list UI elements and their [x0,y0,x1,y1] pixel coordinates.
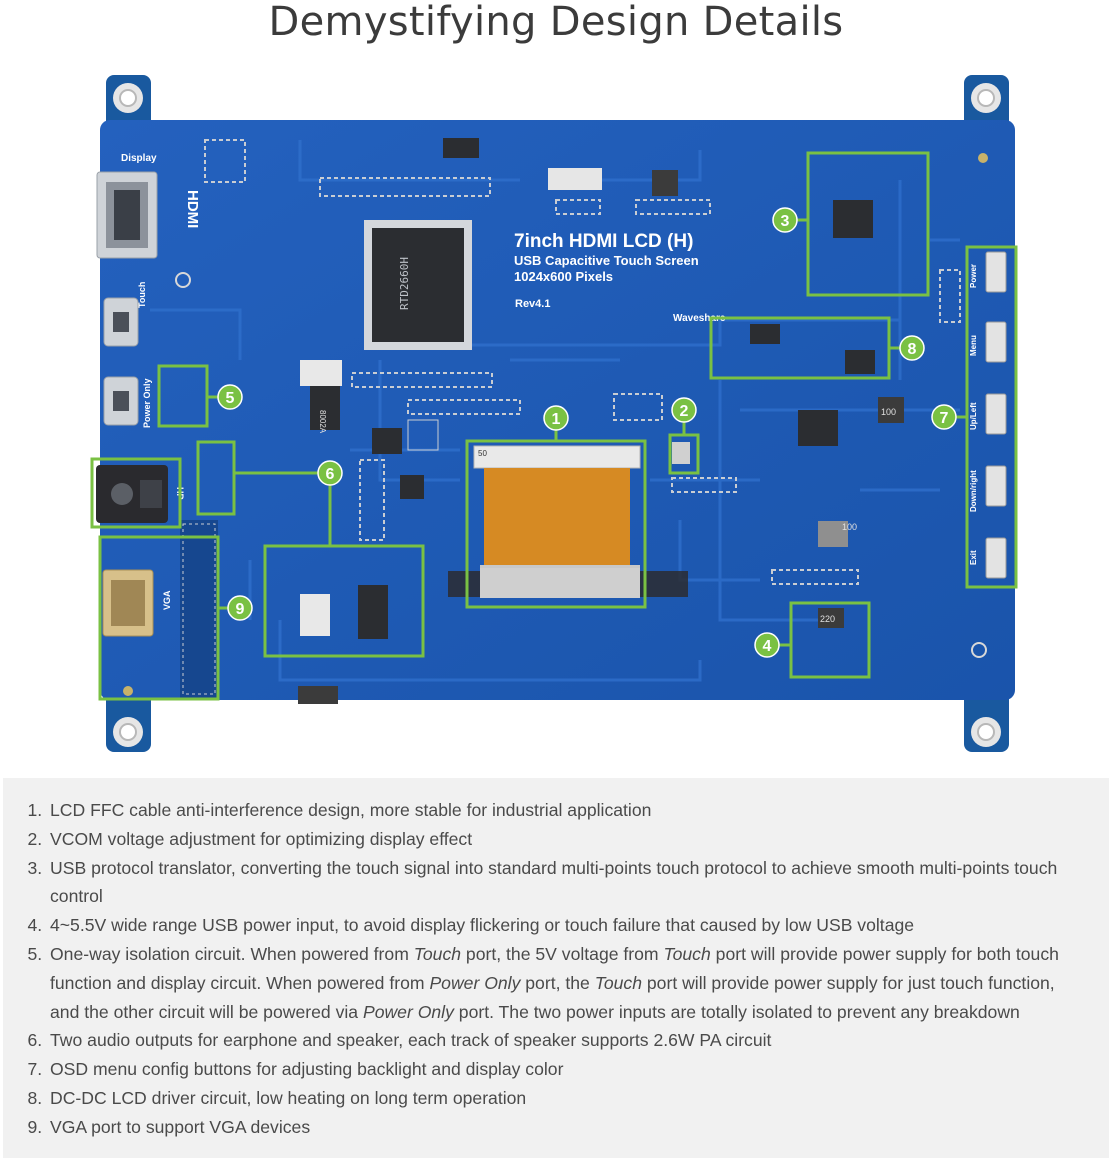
feature-list: LCD FFC cable anti-interference design, … [3,778,1109,1142]
display-label: Display [121,153,157,164]
inductor-3-label: 220 [820,614,835,624]
feature-text: port, the 5V voltage from [461,943,664,964]
feature-item: OSD menu config buttons for adjusting ba… [47,1055,1109,1084]
feature-text: port, the [520,972,595,993]
callout-badge-8: 8 [899,335,925,361]
callout-leaders [207,218,967,647]
audio-jack [96,465,168,523]
vga-pin-header [180,520,218,698]
ffc-connector: 50 [448,445,688,598]
touch-usb-port [103,297,139,347]
feature-port-name: Touch [413,943,462,964]
osd-upleft-label: Up/Left [969,402,978,430]
mounting-holes [113,83,1001,747]
hdmi-port [96,171,158,259]
feature-port-name: Touch [594,972,642,993]
brand-label: Waveshare [673,313,726,324]
feature-legend: LCD FFC cable anti-interference design, … [3,778,1109,1158]
osd-downright-label: Down/right [969,470,978,512]
feature-text: port will provide power supply for both … [50,943,1059,993]
feature-text: 4~5.5V wide range USB power input, to av… [50,915,915,936]
callout-badge-5: 5 [217,384,243,410]
vga-label: VGA [162,590,172,610]
touch-label: Touch [137,282,147,308]
feature-port-name: Touch [663,943,711,964]
feature-text: USB protocol translator, converting the … [50,857,1058,907]
osd-exit-label: Exit [969,550,978,565]
ic-label: 8002A [318,410,327,434]
feature-item: One-way isolation circuit. When powered … [47,940,1109,1026]
pcb-board-illustration: Display HDMI Touch Power Only HP VGA RTD… [90,75,1018,752]
page-title: Demystifying Design Details [268,0,844,45]
svg-text:6: 6 [326,466,335,483]
svg-text:4: 4 [763,638,772,655]
svg-text:50: 50 [478,449,487,458]
callout-badge-1: 1 [543,405,569,431]
power-only-label: Power Only [142,378,152,428]
svg-text:RTD2660H: RTD2660H [398,257,411,310]
callout-badge-6: 6 [317,460,343,486]
feature-item: 4~5.5V wide range USB power input, to av… [47,911,1109,940]
vga-port [102,569,154,637]
feature-item: USB protocol translator, converting the … [47,854,1109,912]
osd-power-label: Power [969,264,978,288]
power-usb-port [103,376,139,426]
feature-port-name: Power Only [362,1001,454,1022]
feature-item: Two audio outputs for earphone and speak… [47,1026,1109,1055]
callout-badge-2: 2 [671,397,697,423]
inductor-2-label: 100 [842,522,857,532]
small-ics [298,138,904,704]
svg-text:3: 3 [781,213,790,230]
feature-item: DC-DC LCD driver circuit, low heating on… [47,1084,1109,1113]
feature-text: port. The two power inputs are totally i… [453,1001,1020,1022]
callout-badge-3: 3 [772,207,798,233]
feature-item: VCOM voltage adjustment for optimizing d… [47,825,1109,854]
svg-text:8: 8 [908,341,917,358]
callout-badge-7: 7 [931,404,957,430]
svg-text:9: 9 [236,601,245,618]
feature-text: LCD FFC cable anti-interference design, … [50,800,652,820]
feature-port-name: Power Only [429,972,521,993]
osd-menu-label: Menu [969,335,978,356]
product-line-3: 1024x600 Pixels [514,269,613,284]
product-line-2: USB Capacitive Touch Screen [514,253,699,268]
hdmi-label: HDMI [184,190,201,228]
callout-badge-9: 9 [227,595,253,621]
main-chip: RTD2660H [364,220,472,350]
svg-text:1: 1 [552,411,561,428]
feature-item: VGA port to support VGA devices [47,1113,1109,1142]
feature-text: DC-DC LCD driver circuit, low heating on… [50,1087,527,1108]
feature-text: Two audio outputs for earphone and speak… [50,1030,772,1051]
feature-text: VCOM voltage adjustment for optimizing d… [50,828,473,849]
feature-text: VGA port to support VGA devices [50,1116,311,1137]
feature-text: port will provide power supply for just … [50,972,1055,1022]
revision-label: Rev4.1 [515,298,550,310]
svg-text:5: 5 [226,390,235,407]
inductor-1-label: 100 [881,407,896,417]
feature-text: OSD menu config buttons for adjusting ba… [50,1059,564,1080]
feature-text: One-way isolation circuit. When powered … [50,943,414,964]
callout-badge-4: 4 [754,632,780,658]
smd-components [204,139,961,585]
svg-text:7: 7 [940,410,949,427]
product-name: 7inch HDMI LCD (H) [514,231,693,252]
svg-text:2: 2 [680,403,689,420]
osd-buttons [985,251,1007,579]
feature-item: LCD FFC cable anti-interference design, … [47,796,1109,825]
pcb-traces [150,140,960,682]
